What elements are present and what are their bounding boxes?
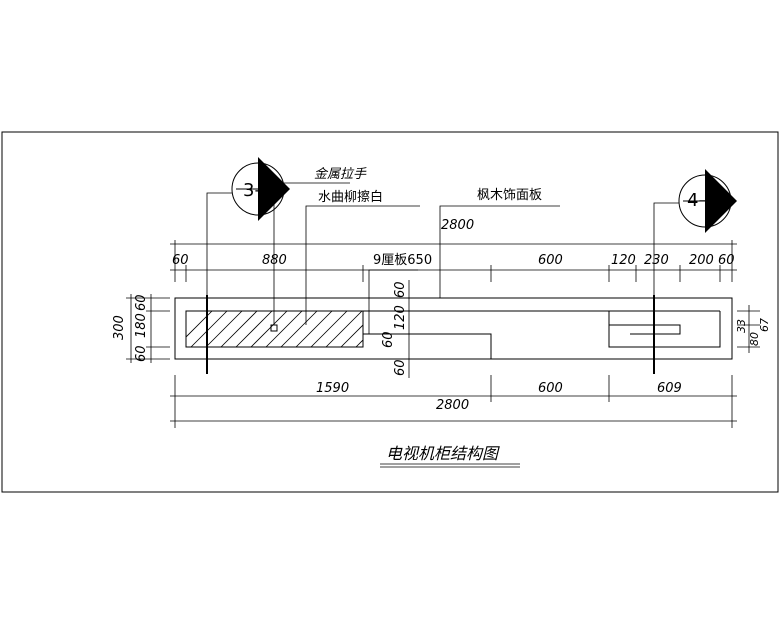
drawing-frame	[1, 131, 779, 493]
drawing-title: 电视机柜结构图	[386, 444, 500, 463]
leader-handle	[273, 182, 350, 325]
leader-white	[305, 205, 420, 325]
dim-right-2: 67	[758, 318, 771, 332]
dim-left-0: 60	[134, 294, 149, 311]
dim-bottom-2: 609	[657, 381, 682, 396]
dim-mid-0: 60	[393, 281, 408, 298]
dim-left-1: 180	[134, 313, 149, 338]
dim-top-0: 60	[172, 253, 189, 268]
label-board9: 9厘板650	[373, 253, 432, 268]
dim-mid-1: 120	[393, 305, 408, 330]
dim-bottom-total: 2800	[436, 398, 469, 413]
section-marker-4: 4—4	[678, 169, 737, 233]
cabinet-outline	[174, 297, 733, 360]
section-marker-3: 3—3	[231, 157, 290, 221]
leader-maple	[439, 205, 560, 298]
inner-profile	[362, 311, 492, 359]
right-dimension: 33 80 67	[735, 305, 771, 353]
dim-top-1: 880	[262, 253, 287, 268]
dim-bottom-0: 1590	[316, 381, 349, 396]
dim-top-2: 600	[538, 253, 563, 268]
dim-left-2: 60	[134, 345, 149, 362]
hatched-drawer	[185, 310, 364, 348]
label-panel-maple: 枫木饰面板	[477, 188, 542, 203]
dim-right-1: 80	[748, 332, 761, 346]
section-4-label: 4—4	[687, 190, 728, 211]
top-dimension: 60 880 600 120 230 200 60	[170, 240, 737, 282]
dim-mid-3: 60	[393, 359, 408, 376]
left-dimension: 300 60 180 60	[112, 294, 170, 363]
dim-top-3: 120	[611, 253, 636, 268]
dim-top-4: 230	[644, 253, 669, 268]
dim-bottom-1: 600	[538, 381, 563, 396]
dim-right-0: 33	[735, 319, 748, 333]
right-inner-box	[608, 311, 721, 348]
dim-top-6: 60	[718, 253, 735, 268]
dim-mid-2: 60	[381, 331, 396, 348]
label-handle: 金属拉手	[314, 166, 367, 182]
dim-top-5: 200	[689, 253, 714, 268]
label-panel-white: 水曲柳擦白	[318, 189, 383, 205]
bottom-dimension: 1590 600 609 2800	[170, 375, 737, 428]
dim-left-total: 300	[112, 315, 127, 340]
mid-dimension: 60 120 60 60	[381, 280, 416, 378]
label-total-top: 2800	[441, 218, 474, 233]
